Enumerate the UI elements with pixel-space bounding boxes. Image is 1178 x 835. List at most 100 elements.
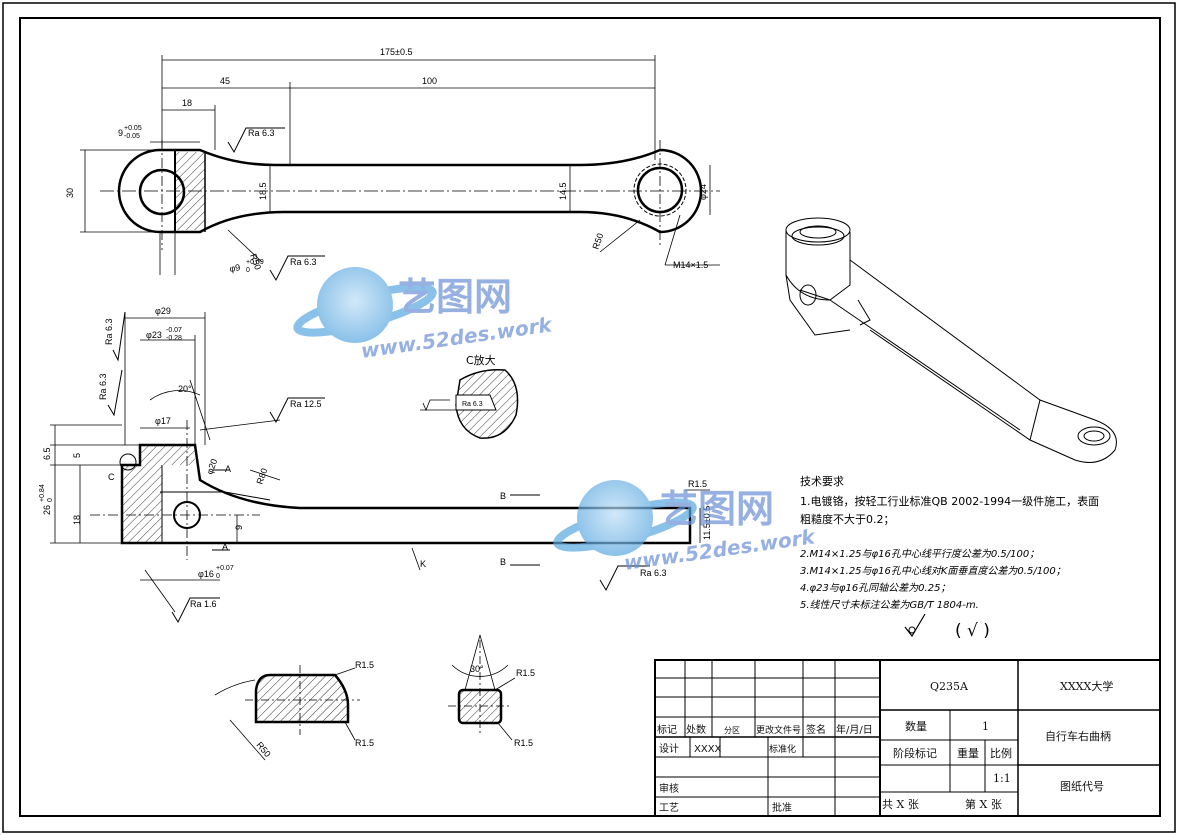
tech-line3: 3.M14×1.25与φ16孔中心线对K面垂直度公差为0.5/100； — [800, 565, 1066, 577]
label-b-bottom: B — [500, 557, 506, 567]
sec2-r2: R1.5 — [514, 738, 533, 748]
label-b-top: B — [500, 491, 506, 501]
dim-9-front: 9 — [234, 525, 244, 530]
watermark-2: 艺图网 www.52des.work — [553, 480, 818, 575]
watermark-brand-1: 艺图网 — [398, 275, 512, 319]
dim-11-5: 11.5±0.5 — [702, 506, 712, 540]
front-view-dims: φ29 φ23 -0.07 -0.28 Ra 6.3 Ra 6.3 20° φ1… — [39, 306, 712, 609]
inner-border — [19, 17, 1161, 817]
tech-line5: 5.线性尺寸未标注公差为GB/T 1804-m. — [800, 599, 979, 611]
dim-5: 5 — [72, 453, 82, 458]
dim-9: 9 — [118, 128, 123, 138]
tb-review-label: 审核 — [659, 782, 679, 795]
tb-qty-label: 数量 — [905, 720, 927, 733]
ra-front-4: Ra 1.6 — [190, 599, 217, 609]
front-view — [50, 311, 710, 624]
tb-material: Q235A — [930, 680, 969, 693]
ra-front-1: Ra 6.3 — [104, 318, 114, 345]
dim-phi16: φ16 — [198, 569, 214, 579]
detail-c-title: C放大 — [466, 353, 496, 367]
top-view — [80, 55, 720, 282]
tb-weight-label: 重量 — [957, 746, 979, 760]
dim-phi29: φ29 — [155, 306, 171, 316]
tech-line2: 2.M14×1.25与φ16孔中心线平行度公差为0.5/100； — [800, 548, 1039, 560]
sec1-r50: R50 — [254, 740, 272, 759]
dim-18: 18 — [182, 98, 192, 108]
title-block-text: Q235A XXXX大学 自行车右曲柄 图纸代号 数量 1 阶段标记 重量 比例… — [657, 679, 1113, 814]
tb-rev-5: 年/月/日 — [836, 723, 873, 736]
ra-top-1: Ra 6.3 — [248, 128, 275, 138]
dim-phi20: φ20 — [204, 457, 219, 475]
sec1-r2: R1.5 — [355, 738, 374, 748]
dim-r1-5: R1.5 — [688, 479, 707, 489]
dim-26: 26 — [42, 505, 52, 515]
dim-phi16-low: 0 — [216, 573, 220, 580]
dim-14-5: 14.5 — [558, 182, 568, 200]
tb-total: 共 X 张 — [882, 798, 919, 811]
tb-rev-4: 签名 — [806, 723, 826, 736]
tech-line1b: 粗糙度不大于0.2； — [800, 512, 895, 526]
ra-front-2: Ra 6.3 — [98, 373, 108, 400]
dim-phi17: φ17 — [155, 416, 171, 426]
isometric-view — [785, 217, 1117, 463]
dim-phi16-up: +0.07 — [216, 565, 234, 572]
dim-26-low: 0 — [47, 498, 54, 502]
ra-top-2: Ra 6.3 — [290, 257, 317, 267]
dim-m14: M14×1.5 — [673, 260, 708, 270]
dim-overall: 175±0.5 — [380, 47, 412, 57]
roughness-other: ( √ ) — [955, 621, 990, 641]
dim-phi9-tol: +0.09 — [246, 259, 264, 266]
dim-26-up: +0.84 — [39, 484, 46, 502]
label-a-top: A — [225, 464, 231, 474]
dim-phi24: φ24 — [698, 184, 708, 200]
section-2: 30° R1.5 R1.5 — [448, 634, 535, 748]
tb-craft-label: 工艺 — [659, 802, 679, 814]
ra-front-5: Ra 6.3 — [640, 568, 667, 578]
tb-design-value: XXXX — [694, 744, 722, 755]
tb-approve-label: 批准 — [772, 801, 792, 814]
dim-18-front: 18 — [72, 515, 82, 525]
sec1-r1: R1.5 — [355, 660, 374, 670]
dim-100: 100 — [422, 76, 437, 86]
dim-9-low: -0.05 — [124, 133, 140, 140]
label-a-bottom: A — [222, 542, 228, 552]
tech-title: 技术要求 — [800, 475, 844, 488]
section-1: R1.5 R1.5 R50 — [214, 660, 374, 761]
dim-6-5: 6.5 — [42, 447, 52, 460]
watermark-brand-2: 艺图网 — [660, 487, 774, 531]
tb-rev-1: 处数 — [686, 723, 706, 736]
dim-9-up: +0.05 — [124, 125, 142, 132]
tb-drawing-no: 图纸代号 — [1060, 780, 1104, 793]
tb-part-name: 自行车右曲柄 — [1045, 729, 1111, 743]
label-k: K — [420, 559, 426, 569]
dim-phi9-tol2: 0 — [246, 267, 250, 274]
dim-r80: R80 — [254, 467, 269, 486]
title-block — [654, 659, 1161, 817]
ra-front-3: Ra 12.5 — [290, 399, 322, 409]
tb-rev-3: 更改文件号 — [756, 724, 801, 736]
dim-18-5: 18.5 — [258, 182, 268, 200]
dim-20deg: 20° — [178, 384, 192, 394]
dim-phi23-up: -0.07 — [166, 327, 182, 334]
tb-rev-0: 标记 — [657, 724, 677, 736]
dim-phi23-low: -0.28 — [166, 335, 182, 342]
sec2-angle: 30° — [470, 664, 484, 674]
tech-line4: 4.φ23与φ16孔同轴公差为0.25； — [800, 582, 950, 594]
top-view-dims: 175±0.5 45 100 18 9 +0.05 -0.05 30 18.5 … — [65, 47, 708, 274]
tb-scale-value: 1:1 — [993, 772, 1011, 785]
tb-std-label: 标准化 — [769, 743, 796, 755]
dim-45: 45 — [220, 76, 230, 86]
detail-c: C放大 Ra 6.3 — [420, 353, 519, 439]
dim-r50-right: R50 — [590, 232, 605, 251]
dim-phi23: φ23 — [146, 330, 162, 340]
tech-line1: 1.电镀铬，按轻工行业标准QB 2002-1994一级件施工，表面 — [800, 494, 1099, 508]
tb-sheet: 第 X 张 — [965, 797, 1002, 811]
tb-school: XXXX大学 — [1060, 679, 1113, 693]
technical-requirements: 技术要求 1.电镀铬，按轻工行业标准QB 2002-1994一级件施工，表面 粗… — [800, 475, 1099, 641]
tb-rev-2: 分区 — [724, 726, 740, 735]
tb-design-label: 设计 — [659, 742, 679, 755]
sec2-r1: R1.5 — [516, 668, 535, 678]
tb-scale-label: 比例 — [990, 746, 1012, 760]
